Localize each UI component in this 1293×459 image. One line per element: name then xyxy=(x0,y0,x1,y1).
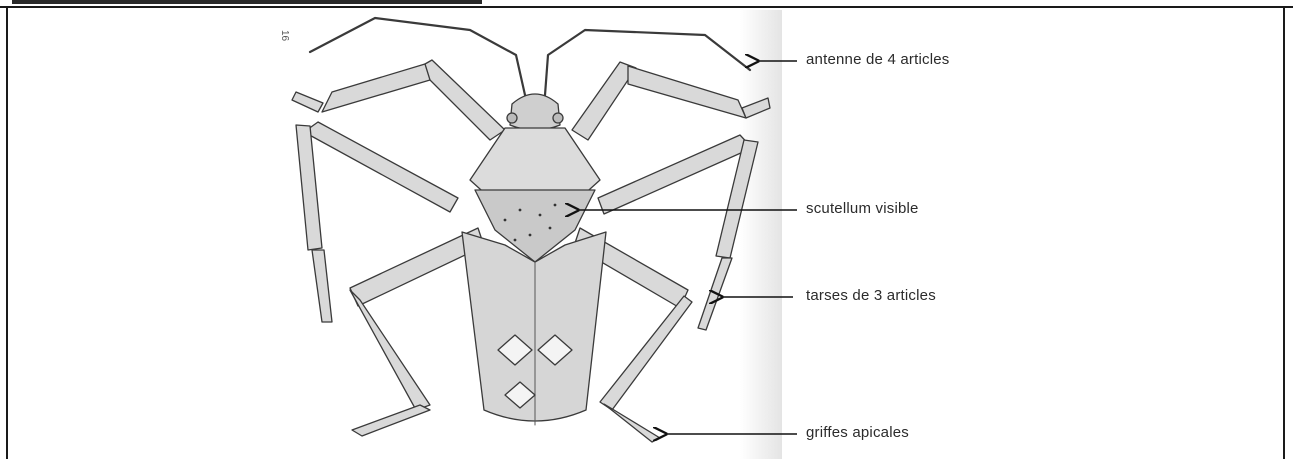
paper-shadow xyxy=(740,10,782,459)
hind-leg-left xyxy=(350,228,484,436)
label-tarsus: tarses de 3 articles xyxy=(806,287,936,304)
label-antenna: antenne de 4 articles xyxy=(806,51,949,68)
insect-wings-abdomen xyxy=(462,232,606,425)
plate-mark: 16 xyxy=(279,30,290,42)
label-claws: griffes apicales xyxy=(806,424,909,441)
label-scutellum: scutellum visible xyxy=(806,200,919,217)
insect-head xyxy=(507,94,563,130)
